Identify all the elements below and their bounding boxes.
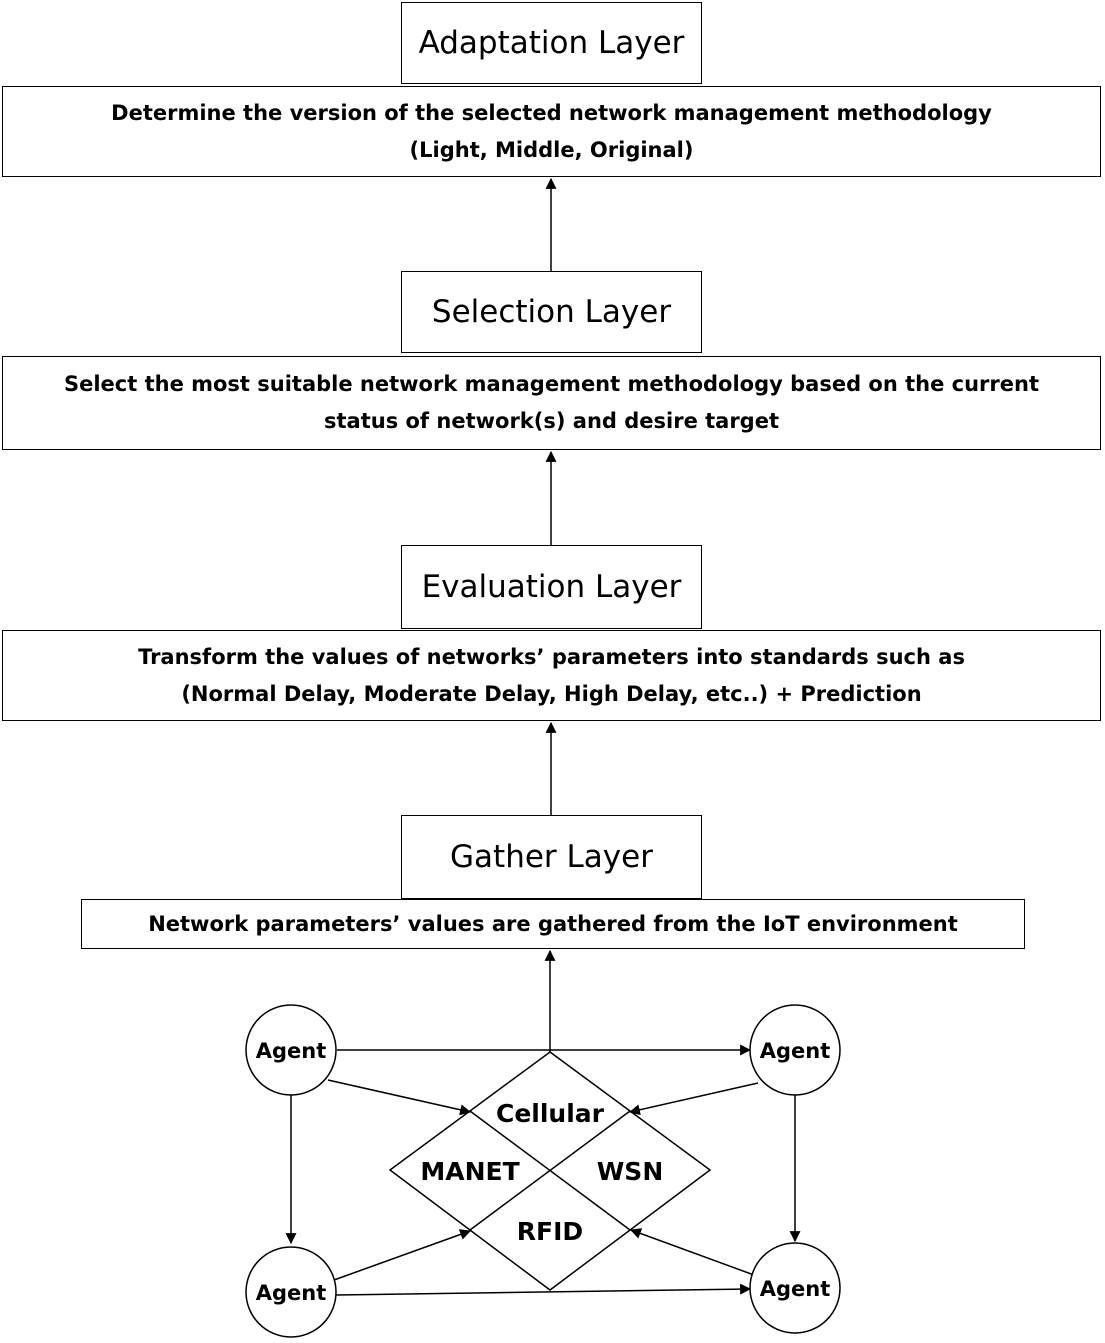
- gather-layer-description: Network parameters’ values are gathered …: [81, 899, 1025, 949]
- network-label-cellular: Cellular: [496, 1099, 605, 1128]
- selection-layer-title-text: Selection Layer: [431, 294, 672, 330]
- evaluation-desc-line1: Transform the values of networks’ parame…: [138, 644, 965, 669]
- edge-agent-bl-to-agent-br: [334, 1283, 752, 1296]
- evaluation-layer-title: Evaluation Layer: [401, 545, 702, 629]
- evaluation-layer-description: Transform the values of networks’ parame…: [2, 630, 1101, 721]
- agent-top-right: Agent: [749, 1004, 841, 1096]
- agent-top-right-label: Agent: [760, 1039, 831, 1063]
- agent-top-left-label: Agent: [256, 1039, 327, 1063]
- diamond-divider-b: [469, 1110, 631, 1231]
- evaluation-layer-title-text: Evaluation Layer: [421, 569, 682, 605]
- adaptation-layer-title-text: Adaptation Layer: [418, 25, 685, 61]
- adaptation-desc-line2: (Light, Middle, Original): [409, 137, 694, 162]
- selection-desc-line2: status of network(s) and desire target: [324, 409, 779, 433]
- edge-agent-br-to-rfid: [629, 1228, 755, 1276]
- adaptation-layer-description: Determine the version of the selected ne…: [2, 86, 1101, 177]
- gather-desc-line1: Network parameters’ values are gathered …: [148, 911, 958, 936]
- adaptation-desc-line1: Determine the version of the selected ne…: [111, 100, 992, 125]
- selection-layer-description: Select the most suitable network managem…: [2, 356, 1101, 450]
- agent-bottom-left: Agent: [245, 1246, 337, 1338]
- edge-agent-tl-to-cellular: [327, 1079, 472, 1116]
- edge-agent-bl-to-rfid: [333, 1229, 472, 1281]
- agent-bottom-right-label: Agent: [760, 1277, 831, 1301]
- gather-layer-title: Gather Layer: [401, 815, 702, 899]
- network-label-manet: MANET: [420, 1157, 519, 1186]
- selection-layer-title: Selection Layer: [401, 271, 702, 353]
- gather-layer-title-text: Gather Layer: [450, 839, 653, 875]
- agent-bottom-right: Agent: [749, 1242, 841, 1334]
- edge-agent-tr-to-cellular: [628, 1082, 759, 1116]
- agent-top-left: Agent: [245, 1004, 337, 1096]
- agent-bottom-left-label: Agent: [256, 1281, 327, 1305]
- evaluation-desc-line2: (Normal Delay, Moderate Delay, High Dela…: [181, 681, 922, 706]
- selection-desc-line1: Select the most suitable network managem…: [63, 372, 1040, 396]
- network-label-rfid: RFID: [517, 1217, 583, 1246]
- adaptation-layer-title: Adaptation Layer: [401, 2, 702, 84]
- network-label-wsn: WSN: [597, 1157, 664, 1186]
